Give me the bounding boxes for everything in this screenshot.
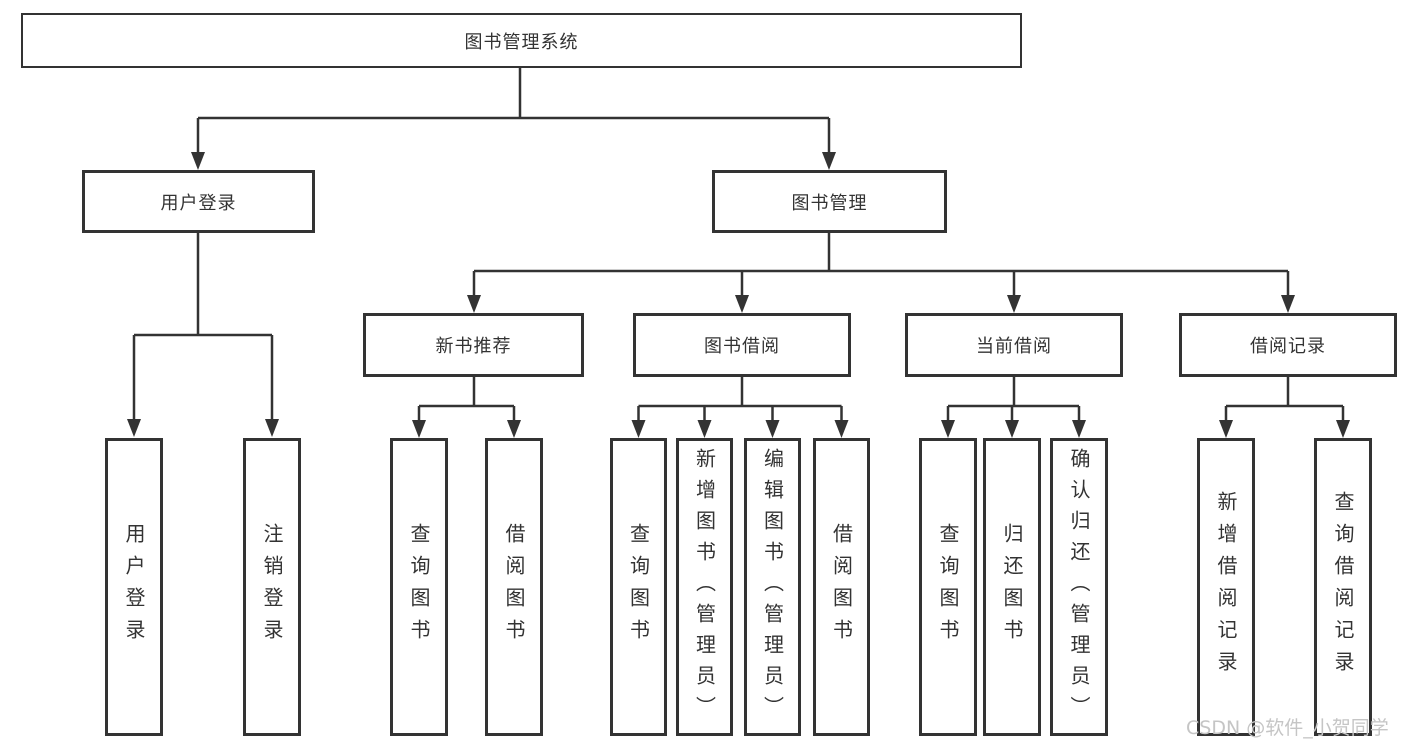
- connector-group-book-mgmt: [472, 232, 1290, 300]
- leaf-query-borrow-record: 查询借阅记录: [1314, 438, 1372, 736]
- leaf-user-login: 用户登录: [105, 438, 163, 736]
- connector-group-new-book: [417, 376, 516, 424]
- leaf-query-book-borrow: 查询图书: [610, 438, 667, 736]
- leaf-return-book: 归还图书: [983, 438, 1041, 736]
- leaf-edit-book-admin: 编辑图书（管理员）: [744, 438, 801, 736]
- connector-group-borrow-rec: [1224, 376, 1345, 424]
- connector-group-cur-borrow: [946, 376, 1081, 424]
- csdn-watermark: CSDN @软件_小贺同学: [1186, 717, 1389, 739]
- connector-group-book-borrow: [637, 376, 843, 424]
- leaf-query-book-newrec: 查询图书: [390, 438, 448, 736]
- node-borrowing-records: 借阅记录: [1179, 313, 1397, 377]
- node-user-login: 用户登录: [82, 170, 315, 233]
- node-book-management: 图书管理: [712, 170, 947, 233]
- leaf-logout: 注销登录: [243, 438, 301, 736]
- arrowhead-icons: [127, 152, 1350, 438]
- node-current-borrowing: 当前借阅: [905, 313, 1123, 377]
- connector-group-root: [196, 68, 831, 156]
- leaf-add-borrow-record: 新增借阅记录: [1197, 438, 1255, 736]
- leaf-query-book-current: 查询图书: [919, 438, 977, 736]
- node-book-borrowing: 图书借阅: [633, 313, 851, 377]
- connector-group-user-login: [132, 232, 274, 424]
- leaf-borrow-book-borrow: 借阅图书: [813, 438, 870, 736]
- node-root-title: 图书管理系统: [21, 13, 1022, 68]
- leaf-add-book-admin: 新增图书（管理员）: [676, 438, 733, 736]
- leaf-confirm-return-admin: 确认归还（管理员）: [1050, 438, 1108, 736]
- node-new-book-recommend: 新书推荐: [363, 313, 584, 377]
- leaf-borrow-book-newrec: 借阅图书: [485, 438, 543, 736]
